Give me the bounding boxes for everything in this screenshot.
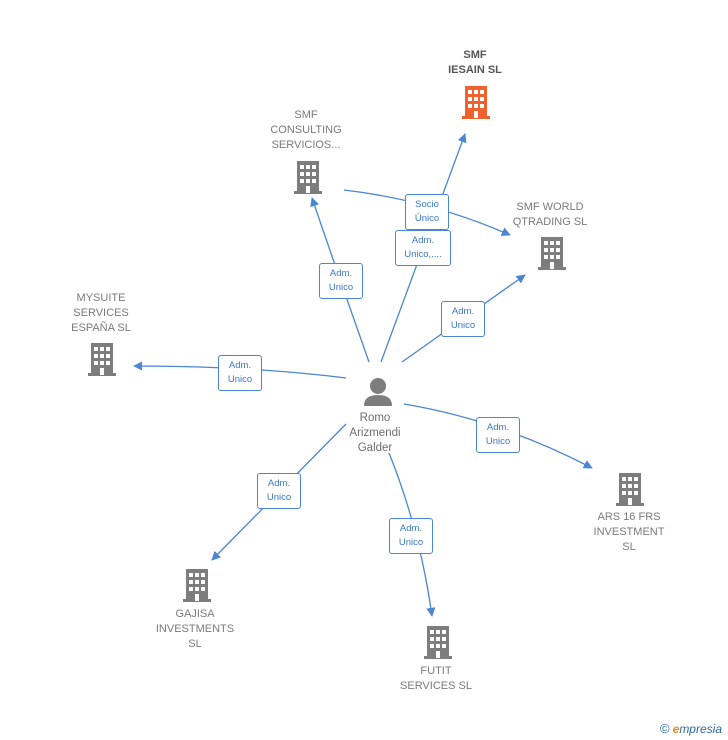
label-line: MYSUITE (76, 292, 126, 304)
company-label-futit[interactable]: FUTIT SERVICES SL (376, 664, 496, 694)
label-line: SMF (463, 49, 487, 61)
company-label-smf-iesain[interactable]: SMF IESAIN SL (415, 48, 535, 78)
company-label-ars16[interactable]: ARS 16 FRS INVESTMENT SL (569, 510, 689, 555)
building-icon[interactable] (294, 161, 322, 194)
edge-label-line: Unico (328, 282, 354, 293)
building-icon[interactable] (616, 473, 644, 506)
edge-label-line: Adm. (411, 235, 435, 246)
brand-initial: e (672, 722, 680, 736)
edge-label-line: Unico (485, 436, 511, 447)
label-line: IESAIN SL (448, 64, 502, 76)
company-label-smf-world[interactable]: SMF WORLD QTRADING SL (490, 200, 610, 230)
edge-label-line: Socio (415, 199, 439, 210)
edge-label-gajisa[interactable]: Adm. Unico (257, 473, 301, 509)
label-line: SERVICES SL (400, 680, 472, 692)
building-icon[interactable] (462, 86, 490, 119)
label-line: Arizmendi (349, 427, 401, 439)
building-icon[interactable] (538, 237, 566, 270)
edge-label-line: Adm. (267, 478, 291, 489)
label-line: GAJISA (175, 608, 215, 620)
brand-name: mpresia (679, 722, 722, 736)
edge-label-socio[interactable]: Socio Único (405, 194, 449, 230)
label-line: INVESTMENTS (155, 623, 235, 635)
edge-label-line: Unico,.... (404, 249, 442, 260)
edge-label-mysuite[interactable]: Adm. Unico (218, 355, 262, 391)
label-line: SMF WORLD (516, 201, 584, 213)
label-line: SL (622, 541, 636, 553)
edge-label-line: Adm. (451, 306, 475, 317)
company-label-mysuite[interactable]: MYSUITE SERVICES ESPAÑA SL (41, 291, 161, 336)
edge-label-ars[interactable]: Adm. Unico (476, 417, 520, 453)
company-label-gajisa[interactable]: GAJISA INVESTMENTS SL (135, 607, 255, 652)
edge-label-line: Adm. (228, 360, 252, 371)
edge-label-consulting[interactable]: Adm. Unico (319, 263, 363, 299)
label-line: QTRADING SL (512, 216, 588, 228)
copyright-icon: © (660, 721, 670, 736)
label-line: Galder (357, 442, 393, 454)
edge-label-line: Unico (227, 374, 253, 385)
label-line: CONSULTING (270, 124, 342, 136)
edge-label-futit[interactable]: Adm. Unico (389, 518, 433, 554)
edge-label-line: Adm. (399, 523, 423, 534)
label-line: INVESTMENT (593, 526, 665, 538)
person-icon[interactable] (364, 378, 392, 406)
company-label-smf-consulting[interactable]: SMF CONSULTING SERVICIOS... (246, 108, 366, 153)
edge-label-iesain[interactable]: Adm. Unico,.... (395, 230, 451, 266)
label-line: FUTIT (420, 665, 452, 677)
label-line: SMF (294, 109, 318, 121)
edge-label-line: Adm. (486, 422, 510, 433)
person-label[interactable]: Romo Arizmendi Galder (315, 411, 435, 456)
label-line: ESPAÑA SL (71, 322, 131, 334)
building-icon[interactable] (88, 343, 116, 376)
label-line: SL (188, 638, 202, 650)
edge-label-line: Adm. (329, 268, 353, 279)
label-line: SERVICES (73, 307, 129, 319)
edge-label-line: Único (414, 213, 440, 224)
edge-label-line: Unico (398, 537, 424, 548)
label-line: Romo (359, 412, 391, 424)
building-icon[interactable] (424, 626, 452, 659)
edge-label-line: Unico (266, 492, 292, 503)
brand-footer[interactable]: ©empresia (660, 721, 722, 736)
label-line: ARS 16 FRS (597, 511, 661, 523)
label-line: SERVICIOS... (271, 139, 341, 151)
building-icon[interactable] (183, 569, 211, 602)
edge-label-line: Unico (450, 320, 476, 331)
edge-label-world[interactable]: Adm. Unico (441, 301, 485, 337)
